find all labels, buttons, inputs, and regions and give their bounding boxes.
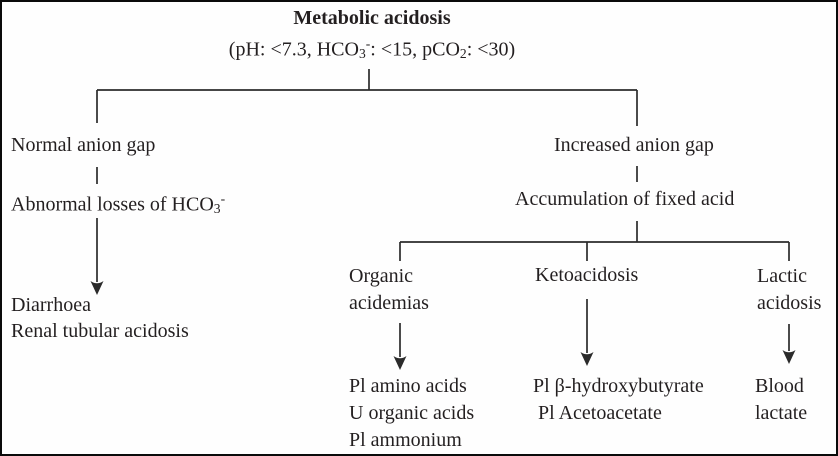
node-increased-anion-gap: Increased anion gap [554, 134, 714, 156]
node-ketoacidosis: Ketoacidosis [535, 264, 639, 286]
lactic-acidosis-line1: Lactic [757, 265, 807, 287]
keto-arrowhead [580, 352, 594, 366]
outcome-renal-tubular-acidosis: Renal tubular acidosis [11, 320, 189, 342]
outcome-diarrhoea: Diarrhoea [11, 294, 91, 316]
root-criteria: (pH: <7.3, HCO3-: <15, pCO2: <30) [182, 31, 562, 67]
marker-pl-beta-hydroxybutyrate: Pl β-hydroxybutyrate [533, 375, 704, 397]
abnormal-losses-superscript: - [220, 191, 226, 206]
criteria-text-part: (pH: <7.3, HCO [228, 38, 359, 61]
criteria-text-part: : <30) [466, 38, 516, 61]
lactic-acidosis-line2: acidosis [757, 292, 822, 314]
node-normal-anion-gap: Normal anion gap [11, 134, 156, 156]
hco3-loss-arrowhead [90, 281, 104, 295]
criteria-subscript: 2 [459, 45, 467, 61]
organic-acidemias-line1: Organic [349, 265, 414, 287]
criteria-text-part: : <15, pCO [370, 38, 460, 61]
node-lactic-markers: Blood lactate [755, 373, 807, 427]
marker-pl-acetoacetate: Pl Acetoacetate [538, 402, 662, 424]
node-organic-markers: Pl amino acids U organic acids Pl ammoni… [349, 373, 474, 454]
node-organic-acidemias: Organic acidemias [349, 263, 429, 317]
node-keto-markers: Pl β-hydroxybutyrate Pl Acetoacetate [533, 373, 704, 427]
marker-pl-ammonium: Pl ammonium [349, 429, 462, 451]
marker-blood: Blood [755, 375, 804, 397]
lactic-arrowhead [782, 350, 796, 364]
node-accumulation-fixed-acid: Accumulation of fixed acid [515, 188, 735, 210]
root-node: Metabolic acidosis (pH: <7.3, HCO3-: <15… [182, 5, 562, 67]
marker-lactate: lactate [755, 402, 808, 424]
marker-pl-amino-acids: Pl amino acids [349, 375, 467, 397]
node-abnormal-losses: Abnormal losses of HCO3- [11, 186, 225, 222]
abnormal-losses-text: Abnormal losses of HCO [11, 193, 214, 216]
abnormal-losses-subscript: 3 [213, 200, 221, 216]
criteria-superscript: - [365, 36, 371, 51]
marker-u-organic-acids: U organic acids [349, 402, 475, 424]
root-title: Metabolic acidosis [293, 7, 451, 29]
node-left-outcomes: Diarrhoea Renal tubular acidosis [11, 292, 189, 344]
criteria-subscript: 3 [358, 45, 366, 61]
node-lactic-acidosis: Lactic acidosis [757, 263, 821, 317]
organic-arrowhead [393, 356, 407, 370]
organic-acidemias-line2: acidemias [349, 292, 429, 314]
